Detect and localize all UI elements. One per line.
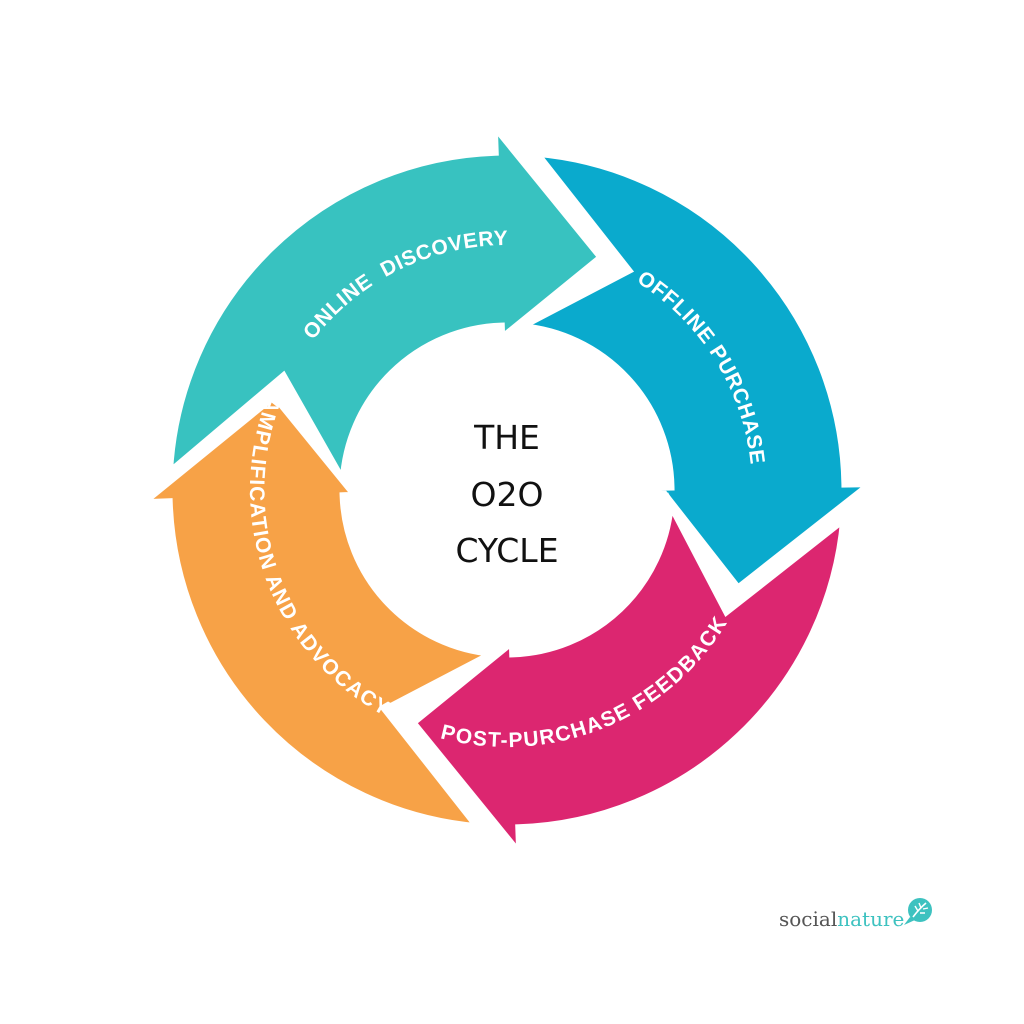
leaf-speech-bubble-icon (904, 898, 932, 925)
offline-purchase-arrow (509, 149, 882, 594)
logo-text-nature: nature (837, 907, 904, 931)
svg-text:socialnature: socialnature (779, 907, 904, 931)
online-discovery-arrow (165, 115, 606, 494)
socialnature-logo: socialnature (779, 898, 932, 931)
logo-text-social: social (779, 907, 837, 931)
center-title-line-1: THE (473, 418, 540, 457)
post-purchase-feedback-arrow (408, 492, 848, 865)
center-title-line-2: O2O (471, 475, 544, 514)
center-title-line-3: CYCLE (455, 531, 558, 570)
amplification-and-advocacy-arrow (132, 391, 505, 831)
